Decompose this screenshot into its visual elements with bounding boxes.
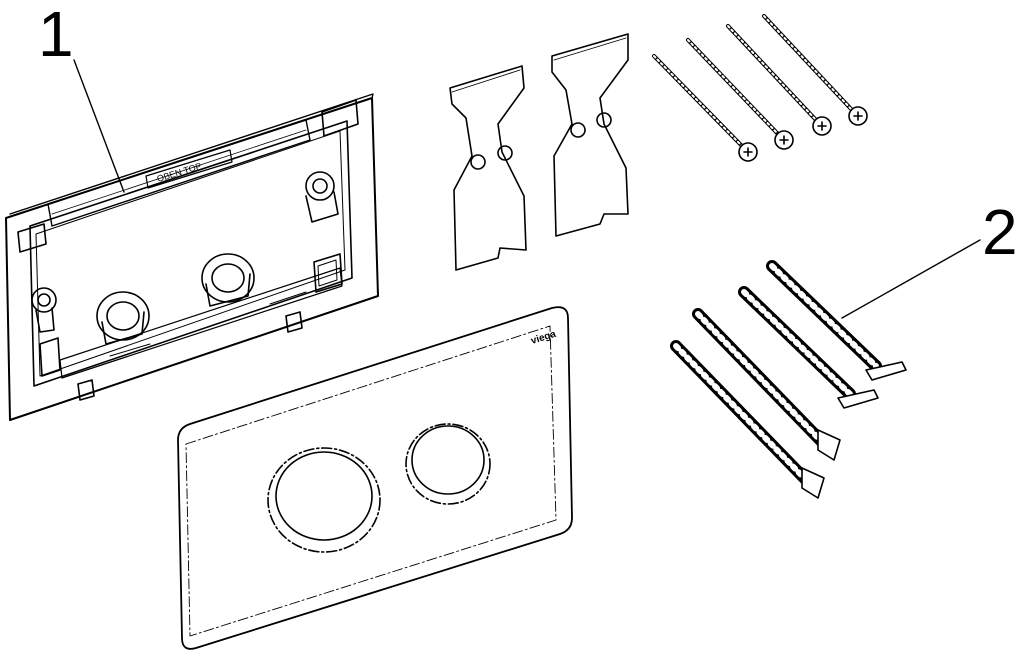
threaded-rod-4 bbox=[670, 340, 825, 499]
spacer-clip-left bbox=[449, 65, 527, 271]
mounting-frame: OBEN TOP bbox=[5, 93, 379, 421]
spacer-clip-right bbox=[551, 33, 629, 237]
screw-2 bbox=[686, 38, 794, 150]
callout-1-leader bbox=[73, 59, 125, 193]
callout-1: 1 bbox=[38, 0, 74, 70]
callout-2: 2 bbox=[982, 196, 1018, 268]
frame-label: OBEN TOP bbox=[156, 161, 203, 184]
screw-3 bbox=[726, 24, 832, 136]
flush-button-small bbox=[405, 423, 491, 505]
frame-mount-right bbox=[201, 253, 255, 307]
threaded-rod-2 bbox=[738, 286, 879, 409]
frame-mount-left bbox=[96, 291, 150, 345]
actuator-plate: viega bbox=[177, 306, 573, 650]
screw-4 bbox=[762, 14, 868, 126]
frame-latch-right bbox=[305, 99, 359, 293]
frame-latch-left bbox=[17, 223, 61, 377]
flush-button-large bbox=[267, 447, 381, 553]
threaded-rod-3 bbox=[692, 308, 841, 461]
screw-1 bbox=[652, 54, 758, 162]
threaded-rod-1 bbox=[766, 260, 907, 381]
callout-2-leader bbox=[841, 239, 981, 319]
